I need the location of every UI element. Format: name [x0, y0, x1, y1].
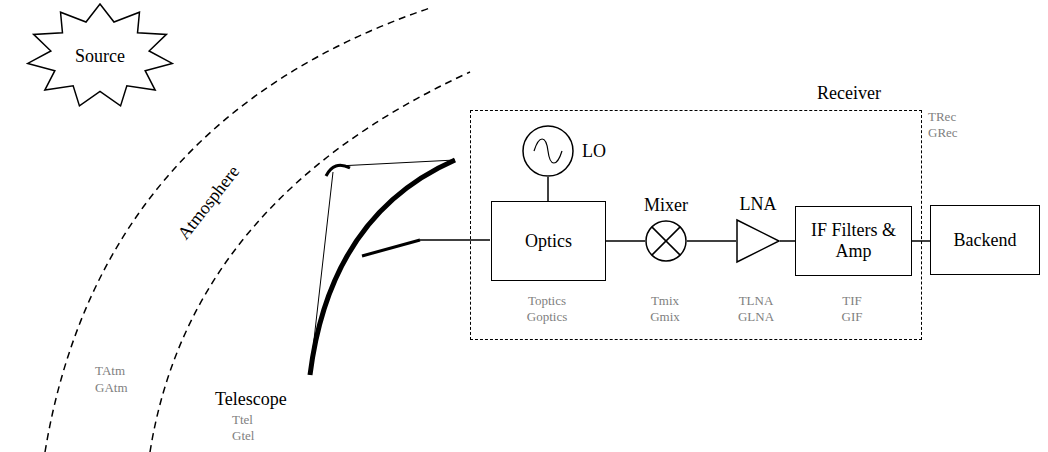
signal-line [606, 240, 645, 242]
mixer-outline [645, 220, 687, 262]
gain-label: GIF [842, 310, 863, 324]
temperature-label: TRec [928, 110, 956, 124]
signal-line [780, 240, 795, 242]
atmosphere-inner-arc [150, 72, 470, 452]
node-label: Source [75, 46, 125, 67]
node-label: Optics [525, 231, 572, 252]
telescope-dish [310, 160, 455, 375]
gain-label: GLNA [738, 310, 774, 324]
temperature-label: Toptics [528, 294, 566, 308]
node-label: Receiver [817, 83, 881, 104]
subreflector [326, 165, 350, 176]
optics-box: Optics [491, 201, 606, 281]
if-box: IF Filters & Amp [795, 206, 912, 276]
signal-line [687, 240, 736, 242]
feed-line [420, 239, 490, 241]
temperature-label: Ttel [232, 413, 253, 427]
gain-label: Gmix [650, 310, 680, 324]
mixer-symbol: Mixer [645, 220, 687, 262]
source-star: Source [25, 2, 175, 110]
part-label: Telescope [215, 390, 287, 410]
telescope-mount [362, 240, 420, 256]
gain-label: GAtm [95, 381, 128, 395]
gain-label: Goptics [527, 310, 567, 324]
signal-line [547, 177, 549, 201]
gain-label: GRec [928, 126, 958, 140]
node-label: IF Filters & Amp [796, 220, 911, 261]
amplifier-symbol: LNA [736, 219, 780, 263]
local-oscillator: LO [522, 125, 574, 177]
feed-strut [310, 172, 333, 375]
temperature-label: TAtm [95, 364, 125, 378]
node-label: LO [582, 141, 606, 162]
node-label: Mixer [644, 195, 688, 216]
temperature-label: TIF [842, 294, 862, 308]
triangle-outline [736, 219, 780, 263]
circle-outline [522, 125, 574, 177]
node-label: LNA [740, 194, 777, 215]
feed-strut [338, 160, 455, 166]
node-label: Backend [954, 230, 1017, 251]
temperature-label: Tmix [651, 294, 679, 308]
signal-line [912, 240, 930, 242]
backend-box: Backend [930, 205, 1040, 275]
region-label: Atmosphere [174, 162, 244, 244]
gain-label: Gtel [232, 429, 254, 443]
temperature-label: TLNA [739, 294, 774, 308]
